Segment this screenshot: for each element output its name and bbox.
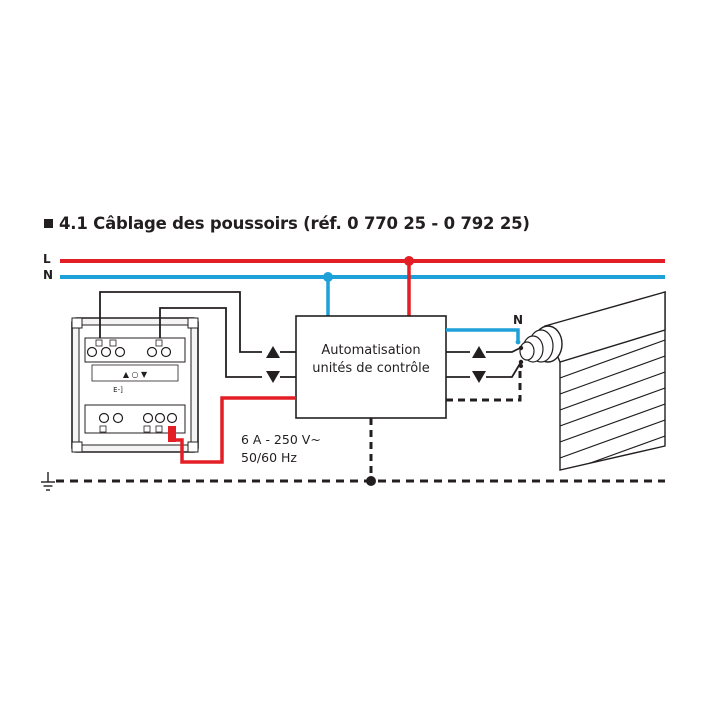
live-line-label: L	[43, 252, 51, 266]
earth-symbol-icon	[41, 472, 55, 491]
rating-label: 6 A - 250 V~ 50/60 Hz	[241, 431, 321, 467]
motor-up-arrow-icon	[472, 346, 486, 358]
down-arrow-icon	[266, 371, 280, 383]
controller-label: Automatisation unités de contrôle	[296, 342, 446, 378]
up-control-wire	[99, 291, 262, 353]
motor-neutral-wire	[446, 328, 520, 340]
down-control-wire	[159, 307, 262, 378]
up-arrow-icon	[266, 346, 280, 358]
shutter-motor	[515, 291, 666, 368]
motor-neutral-terminal	[515, 339, 521, 345]
motor-neutral-label: N	[513, 313, 524, 327]
controller-box	[295, 315, 447, 419]
rating-label-line1: 6 A - 250 V~	[241, 432, 321, 447]
push-button-switch: ▲ ○ ▼ E-]	[71, 317, 199, 453]
motor-down-wire	[486, 361, 522, 378]
rating-label-line2: 50/60 Hz	[241, 450, 297, 465]
controller-label-line1: Automatisation	[321, 343, 421, 358]
section-title: 4.1 Câblage des poussoirs (réf. 0 770 25…	[44, 214, 530, 233]
motor-up-wire	[486, 347, 521, 353]
title-text: 4.1 Câblage des poussoirs (réf. 0 770 25…	[59, 214, 530, 233]
switch-direction-symbols: ▲ ○ ▼	[123, 370, 148, 379]
switch-small-label: E-]	[113, 386, 123, 394]
motor-earth-wire	[446, 366, 522, 402]
bullet-square-icon	[44, 219, 53, 228]
neutral-line-label: N	[43, 268, 54, 282]
motor-down-arrow-icon	[472, 371, 486, 383]
earth-junction-dot	[366, 476, 376, 486]
controller-label-line2: unités de contrôle	[312, 361, 430, 376]
